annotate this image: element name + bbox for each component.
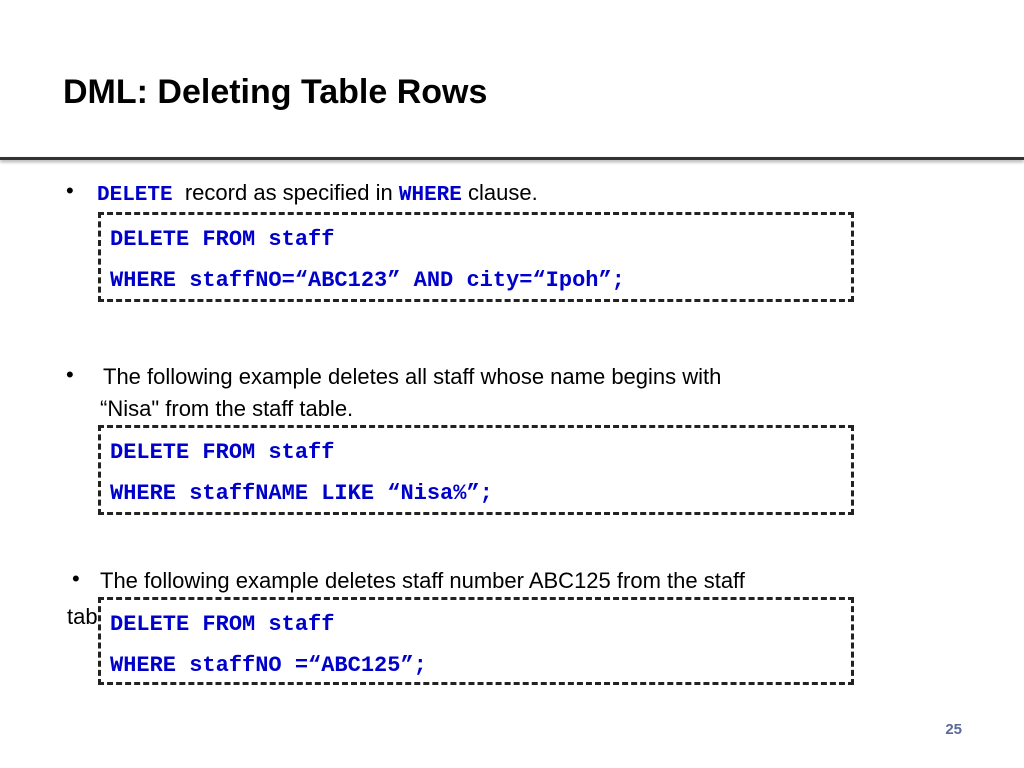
code-box-2: DELETE FROM staff WHERE staffNAME LIKE “… [98, 425, 854, 515]
code-box-3: DELETE FROM staff WHERE staffNO =“ABC125… [98, 597, 854, 685]
where-keyword: WHERE [398, 184, 462, 207]
bullet-2-line-1: The following example deletes all staff … [103, 364, 722, 389]
code-line: WHERE staffNAME LIKE “Nisa%”; [110, 481, 493, 506]
bullet-marker: • [66, 362, 74, 387]
bullet-marker: • [72, 566, 80, 591]
code-line: WHERE staffNO=“ABC123” AND city=“Ipoh”; [110, 268, 625, 293]
bullet-2-line-2: “Nisa" from the staff table. [100, 396, 354, 421]
code-line: WHERE staffNO =“ABC125”; [110, 653, 427, 678]
code-line: DELETE FROM staff [110, 612, 335, 637]
bullet-1-text-b: clause. [468, 180, 538, 205]
bullet-1-text: DELETE record as specified in WHERE clau… [97, 180, 538, 208]
code-line: DELETE FROM staff [110, 227, 335, 252]
bullet-3-line-1: The following example deletes staff numb… [100, 568, 745, 593]
code-box-1: DELETE FROM staff WHERE staffNO=“ABC123”… [98, 212, 854, 302]
title-divider [0, 157, 1024, 160]
code-line: DELETE FROM staff [110, 440, 335, 465]
delete-keyword: DELETE [97, 184, 173, 207]
bullet-marker: • [66, 178, 74, 203]
bullet-1-text-a: record as specified in [184, 180, 393, 205]
page-number: 25 [945, 721, 962, 738]
slide-title: DML: Deleting Table Rows [63, 73, 488, 111]
